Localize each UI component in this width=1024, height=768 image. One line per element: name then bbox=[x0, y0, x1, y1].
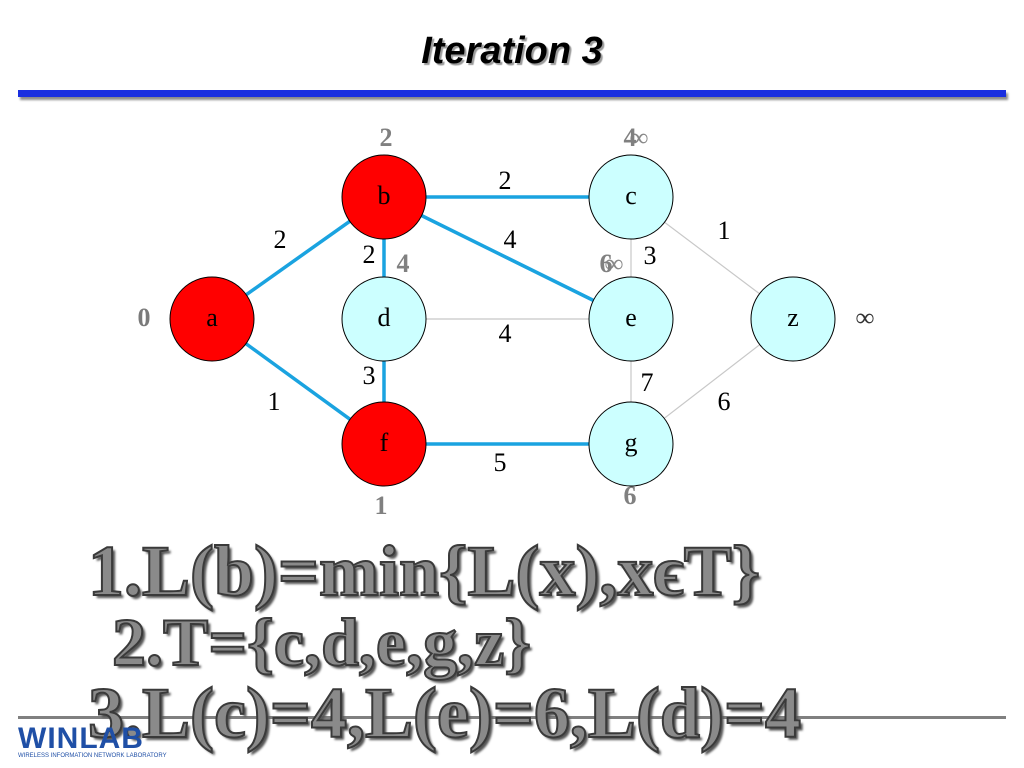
node-a bbox=[169, 276, 255, 362]
edge-weight-d-e: 4 bbox=[499, 319, 512, 348]
node-z bbox=[750, 276, 836, 362]
distance-label-b: 2 bbox=[380, 123, 393, 152]
edge-weight-b-c: 2 bbox=[499, 166, 512, 195]
distance-label-e-new: 6 bbox=[600, 249, 613, 278]
node-label-d: d bbox=[378, 303, 391, 332]
node-f bbox=[341, 401, 427, 487]
distance-label-d-new: 4 bbox=[397, 249, 410, 278]
title-rule bbox=[18, 90, 1006, 97]
edge-weight-a-b: 2 bbox=[274, 225, 287, 254]
edge-weight-g-z: 6 bbox=[718, 387, 731, 416]
node-g bbox=[588, 401, 674, 487]
edge-weight-a-f: 1 bbox=[268, 387, 281, 416]
distance-label-c-new: 4 bbox=[624, 123, 637, 152]
distance-label-a: 0 bbox=[138, 303, 151, 332]
step-1-text: 1.L(b)=min{L(x),xϵT} bbox=[87, 530, 761, 612]
node-label-g: g bbox=[625, 428, 638, 457]
edge-weight-b-d: 2 bbox=[363, 240, 376, 269]
node-label-f: f bbox=[380, 428, 389, 457]
edge-weight-d-f: 3 bbox=[363, 361, 376, 390]
node-label-b: b bbox=[378, 181, 391, 210]
step-2-text: 2.T={c,d,e,g,z} bbox=[111, 603, 532, 681]
node-b bbox=[341, 154, 427, 240]
distance-label-f: 1 bbox=[375, 491, 388, 520]
slide-title: Iteration 3 bbox=[421, 30, 603, 72]
node-label-e: e bbox=[625, 303, 637, 332]
distance-label-e-old: ∞ bbox=[605, 249, 624, 278]
edge-weight-f-g: 5 bbox=[494, 448, 507, 477]
edge-b-e bbox=[383, 195, 632, 321]
nodes-layer: a b c d e f g z bbox=[169, 154, 836, 487]
winlab-logo: WINLAB WIRELESS INFORMATION NETWORK LABO… bbox=[18, 722, 168, 764]
node-c bbox=[588, 154, 674, 240]
edge-weight-c-e: 3 bbox=[644, 241, 657, 270]
distance-label-c-old: ∞ bbox=[630, 123, 649, 152]
node-label-a: a bbox=[206, 303, 218, 332]
step-3-text: 3.L(c)=4,L(e)=6,L(d)=4 bbox=[87, 672, 802, 754]
edge-weight-c-z: 1 bbox=[718, 216, 731, 245]
footer-rule bbox=[18, 716, 1006, 719]
node-d bbox=[341, 276, 427, 362]
node-e bbox=[588, 276, 674, 362]
edge-weight-e-g: 7 bbox=[641, 368, 654, 397]
edge-weight-b-e: 4 bbox=[504, 225, 517, 254]
distance-label-g: 6 bbox=[624, 481, 637, 510]
logo-text: WINLAB bbox=[18, 722, 144, 755]
node-label-z: z bbox=[787, 303, 799, 332]
logo-subtitle: WIRELESS INFORMATION NETWORK LABORATORY bbox=[18, 753, 167, 759]
node-label-c: c bbox=[625, 181, 637, 210]
distance-label-z: ∞ bbox=[856, 303, 875, 332]
